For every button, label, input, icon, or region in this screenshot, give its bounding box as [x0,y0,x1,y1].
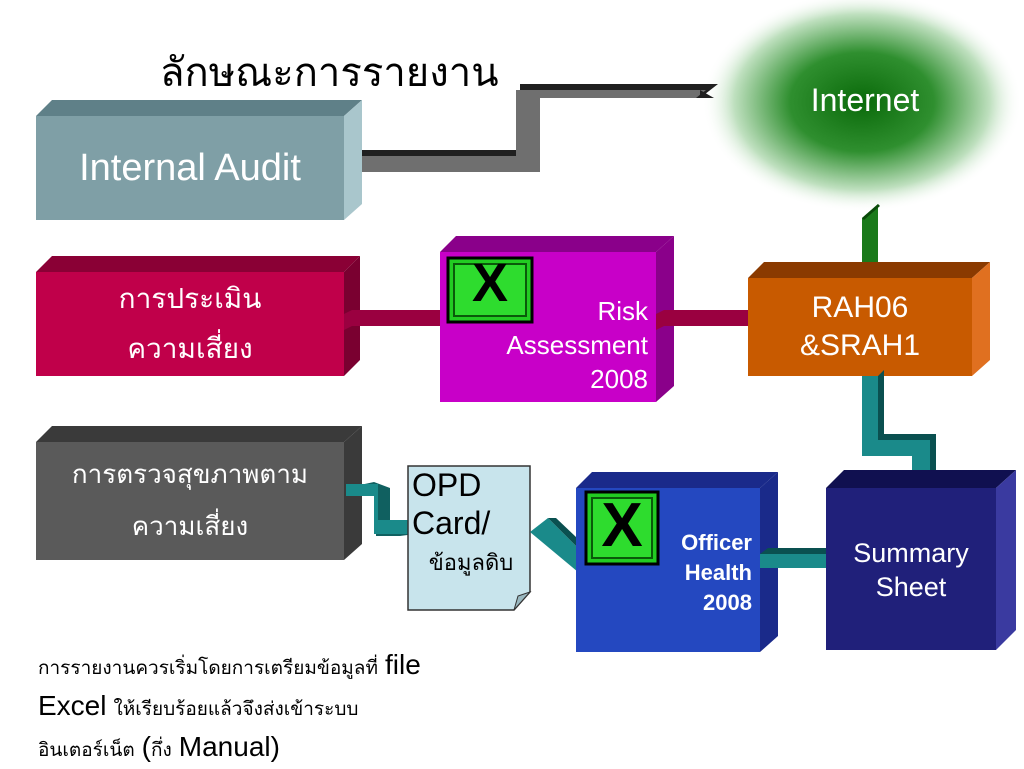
risk-assessment-line3: 2008 [590,364,648,394]
internal-audit-text: Internal Audit [79,146,301,189]
risk-eval-box [36,256,360,376]
rah-box [748,262,990,376]
internal-audit-label: Internal Audit [36,116,344,220]
connector-internal-audit-to-internet [358,84,718,172]
connector-health-to-opd [346,482,430,536]
footnote-text-3: Excel [38,690,107,721]
footnote-line1: การรายงานควรเริ่มโดยการเตรียมข้อมูลที่ f… [38,646,498,687]
opd-line3: ข้อมูลดิบ [428,551,514,576]
footnote-text-8: Manual) [178,731,280,762]
connector-ra-to-rah [656,310,748,330]
summary-line1: Summary [853,538,969,568]
rah-label: RAH06 &SRAH1 [748,282,972,372]
health-check-box [36,426,362,560]
risk-assessment-line1: Risk [597,296,648,326]
rah-line2: &SRAH1 [799,329,921,362]
opd-line2: Card/ [412,505,491,541]
summary-line2: Sheet [875,572,947,602]
connector-opd-to-officer [530,518,590,572]
footnote-text-5: อินเตอร์เน็ต [38,739,135,761]
internet-glow [702,0,1022,212]
footnote-text-7: กึ่ง [151,739,172,761]
internet-text: Internet [810,81,920,118]
officer-health-line2: Health [684,560,752,585]
officer-health-line1: Officer [681,530,752,555]
footnote-text-6: ( [141,731,151,762]
footnote: การรายงานควรเริ่มโดยการเตรียมข้อมูลที่ f… [38,646,498,769]
opd-card-label: OPD Card/ ข้อมูลดิบ [412,466,530,606]
connector-risk-eval [344,310,440,330]
risk-eval-line1: การประเมิน [118,282,262,315]
excel-icon-officer [584,490,660,566]
footnote-text-1: การรายงานควรเริ่มโดยการเตรียมข้อมูลที่ [38,657,378,679]
slide-title: ลักษณะการรายงาน [160,50,499,96]
excel-glyph-officer: X [601,491,643,560]
excel-glyph-risk: X [471,253,509,313]
summary-box [826,470,1016,650]
risk-eval-line2: ความเสี่ยง [127,332,253,365]
risk-assessment-label: Risk Assessment 2008 [440,288,648,402]
risk-eval-label: การประเมิน ความเสี่ยง [36,272,344,376]
opd-line1: OPD [412,467,482,503]
risk-assessment-line2: Assessment [506,330,648,360]
opd-card-doc [407,465,532,611]
internal-audit-box [36,100,362,220]
footnote-text-4: ให้เรียบร้อยแล้วจึงส่งเข้าระบบ [113,698,359,720]
health-check-label: การตรวจสุขภาพตาม ความเสี่ยง [36,448,344,554]
footnote-line2: Excel ให้เรียบร้อยแล้วจึงส่งเข้าระบบ [38,687,498,728]
connector-rah-to-internet [862,204,880,276]
officer-health-label: Officer Health 2008 [640,526,752,620]
footnote-text-2: file [384,649,421,680]
footnote-line3: อินเตอร์เน็ต (กึ่ง Manual) [38,728,498,769]
internet-label: Internet [780,78,950,122]
health-check-line1: การตรวจสุขภาพตาม [71,460,309,490]
summary-label: Summary Sheet [826,530,996,610]
officer-health-line3: 2008 [703,590,752,615]
excel-icon-risk [446,256,534,324]
rah-line1: RAH06 [811,291,909,324]
health-check-line2: ความเสี่ยง [131,512,249,542]
